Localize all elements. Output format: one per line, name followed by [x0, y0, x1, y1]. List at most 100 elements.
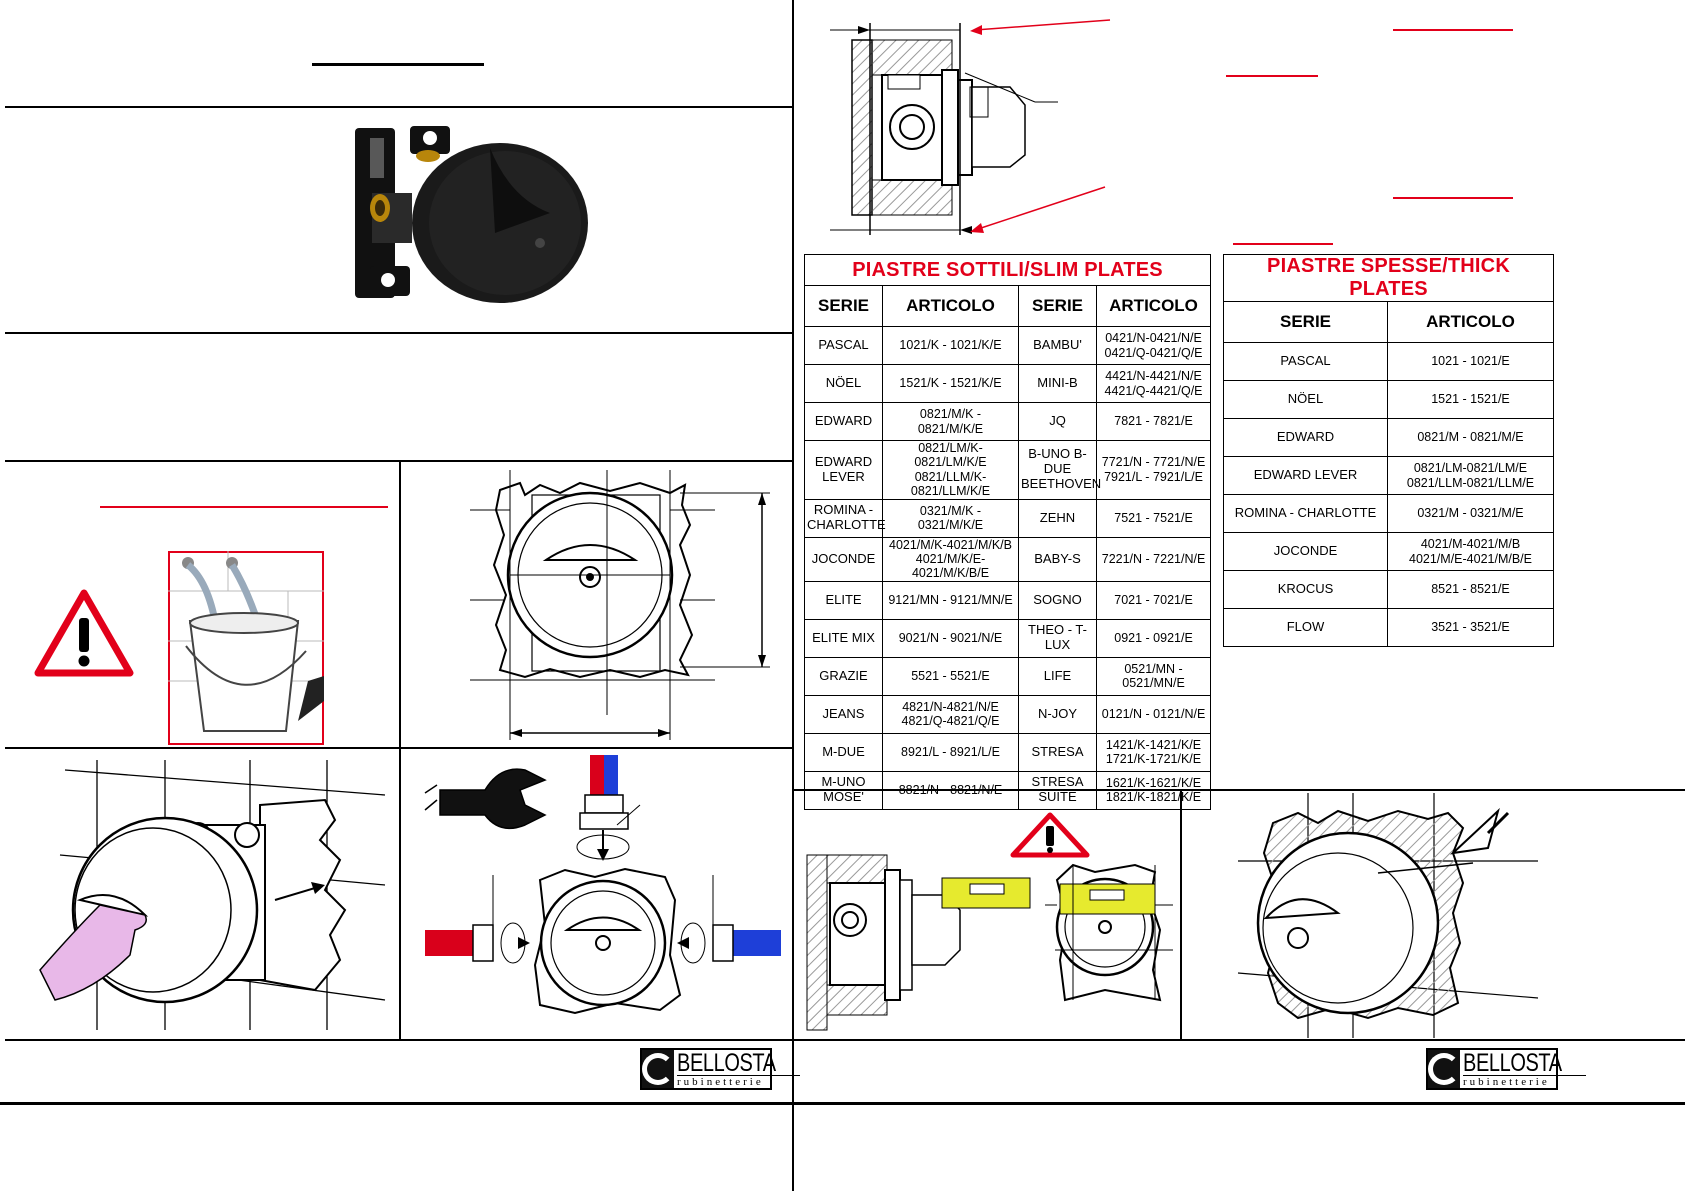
- slim-table-articolo-cell: 1021/K - 1021/K/E: [882, 326, 1019, 365]
- red-line-3: [1393, 197, 1513, 199]
- thick-table-serie-cell: PASCAL: [1223, 342, 1388, 381]
- connection-diagram: [424, 755, 781, 1015]
- slim-table-articolo-cell: 7721/N - 7721/N/E 7921/L - 7921/L/E: [1095, 440, 1212, 500]
- thick-table-serie-cell: EDWARD: [1223, 418, 1388, 457]
- thick-table-articolo-cell: 0821/LM-0821/LM/E 0821/LLM-0821/LLM/E: [1387, 456, 1554, 495]
- red-line-1: [1393, 29, 1513, 31]
- slim-table-serie-cell: EDWARD LEVER: [804, 440, 883, 500]
- thick-header-articolo: ARTICOLO: [1387, 301, 1554, 343]
- slim-table-serie-cell: M-DUE: [804, 732, 883, 772]
- bellosta-logo: BELLOSTA rubinetterie: [640, 1048, 801, 1090]
- slim-table-articolo-cell: 5521 - 5521/E: [882, 656, 1019, 696]
- slim-table-serie-cell: BABY-S: [1018, 536, 1097, 582]
- bellosta-logo-mark: [1428, 1050, 1460, 1088]
- thick-table-serie-cell: EDWARD LEVER: [1223, 456, 1388, 495]
- thick-table-articolo-cell: 1021 - 1021/E: [1387, 342, 1554, 381]
- slim-table-articolo-cell: 9021/N - 9021/N/E: [882, 618, 1019, 658]
- right-col-divider: [1180, 789, 1182, 1040]
- slim-table-articolo-cell: 0121/N - 0121/N/E: [1095, 694, 1212, 734]
- slim-table-serie-cell: ROMINA - CHARLOTTE: [804, 498, 886, 538]
- thick-table-articolo-cell: 3521 - 3521/E: [1387, 608, 1554, 647]
- slim-header-articolo: ARTICOLO: [882, 285, 1019, 327]
- slim-table-articolo-cell: 0821/LM/K-0821/LM/K/E 0821/LLM/K-0821/LL…: [882, 440, 1019, 500]
- left-rule-2: [5, 332, 792, 334]
- thick-table-serie-cell: FLOW: [1223, 608, 1388, 647]
- slim-table-articolo-cell: 4021/M/K-4021/M/K/B 4021/M/K/E-4021/M/K/…: [882, 536, 1019, 582]
- logo-sub: rubinetterie: [677, 1074, 801, 1088]
- slim-table-serie-cell: JOCONDE: [804, 536, 883, 582]
- thick-table-title: PIASTRE SPESSE/THICK PLATES: [1223, 254, 1554, 302]
- slim-table-serie-cell: EDWARD: [804, 402, 883, 441]
- logo-sub: rubinetterie: [1463, 1074, 1587, 1088]
- slim-table-serie-cell: BAMBU': [1018, 326, 1097, 365]
- slim-header-articolo-2: ARTICOLO: [1095, 285, 1212, 327]
- slim-table-articolo-cell: 0421/N-0421/N/E 0421/Q-0421/Q/E: [1095, 326, 1212, 365]
- thick-table-serie-cell: NÖEL: [1223, 380, 1388, 419]
- red-line-4: [1233, 243, 1333, 245]
- slim-table-serie-cell: ZEHN: [1018, 498, 1097, 538]
- thick-table-articolo-cell: 8521 - 8521/E: [1387, 570, 1554, 609]
- slim-table-articolo-cell: 0821/M/K - 0821/M/K/E: [882, 402, 1019, 441]
- product-photo: [355, 126, 588, 303]
- slim-table-serie-cell: M-UNO MOSE': [804, 770, 883, 810]
- slim-table-serie-cell: STRESA: [1018, 732, 1097, 772]
- plaster-diagram: [1237, 793, 1539, 1038]
- slim-table-serie-cell: THEO - T-LUX: [1018, 618, 1097, 658]
- dimension-diagram: [470, 470, 770, 740]
- right-rule-2: [794, 1039, 1685, 1041]
- slim-table-articolo-cell: 0921 - 0921/E: [1095, 618, 1212, 658]
- slim-table-title: PIASTRE SOTTILI/SLIM PLATES: [803, 254, 1212, 286]
- bellosta-logo-mark: [642, 1050, 674, 1088]
- slim-table-articolo-cell: 4421/N-4421/N/E 4421/Q-4421/Q/E: [1095, 364, 1212, 403]
- section-diagram-top: [830, 19, 1111, 235]
- slim-table-articolo-cell: 7521 - 7521/E: [1095, 498, 1212, 538]
- slim-table-serie-cell: JQ: [1018, 402, 1097, 441]
- warning-icon: [34, 589, 134, 677]
- slim-table-articolo-cell: 8921/L - 8921/L/E: [882, 732, 1019, 772]
- thick-plates-table: PIASTRE SPESSE/THICK PLATES SERIE ARTICO…: [1223, 254, 1554, 647]
- slim-table-articolo-cell: 9121/MN - 9121/MN/E: [882, 580, 1019, 620]
- thick-table-articolo-cell: 0321/M - 0321/M/E: [1387, 494, 1554, 533]
- thick-table-articolo-cell: 0821/M - 0821/M/E: [1387, 418, 1554, 457]
- slim-table-serie-cell: LIFE: [1018, 656, 1097, 696]
- slim-table-serie-cell: JEANS: [804, 694, 883, 734]
- thick-table-articolo-cell: 1521 - 1521/E: [1387, 380, 1554, 419]
- slim-table-serie-cell: STRESA SUITE: [1018, 770, 1097, 810]
- slim-table-articolo-cell: 4821/N-4821/N/E 4821/Q-4821/Q/E: [882, 694, 1019, 734]
- slim-table-articolo-cell: 8821/N - 8821/N/E: [882, 770, 1019, 810]
- left-rule-4: [5, 747, 792, 749]
- page-divider: [792, 0, 794, 1191]
- slim-table-articolo-cell: 1621/K-1621/K/E 1821/K-1821/K/E: [1095, 770, 1212, 810]
- title-underline: [312, 63, 484, 66]
- left-rule-5: [5, 1039, 792, 1041]
- thick-header-serie: SERIE: [1223, 301, 1388, 343]
- slim-table-serie-cell: B-UNO B-DUE BEETHOVEN: [1018, 440, 1101, 500]
- slim-table-serie-cell: MINI-B: [1018, 364, 1097, 403]
- left-col-divider: [399, 460, 401, 1040]
- slim-table-articolo-cell: 1421/K-1421/K/E 1721/K-1721/K/E: [1095, 732, 1212, 772]
- slim-table-serie-cell: PASCAL: [804, 326, 883, 365]
- thick-table-serie-cell: KROCUS: [1223, 570, 1388, 609]
- slim-table-articolo-cell: 7221/N - 7221/N/E: [1095, 536, 1212, 582]
- thick-table-serie-cell: ROMINA - CHARLOTTE: [1223, 494, 1388, 533]
- slim-table-articolo-cell: 7021 - 7021/E: [1095, 580, 1212, 620]
- slim-table-articolo-cell: 1521/K - 1521/K/E: [882, 364, 1019, 403]
- left-rule-3: [5, 460, 792, 462]
- slim-header-serie: SERIE: [804, 285, 883, 327]
